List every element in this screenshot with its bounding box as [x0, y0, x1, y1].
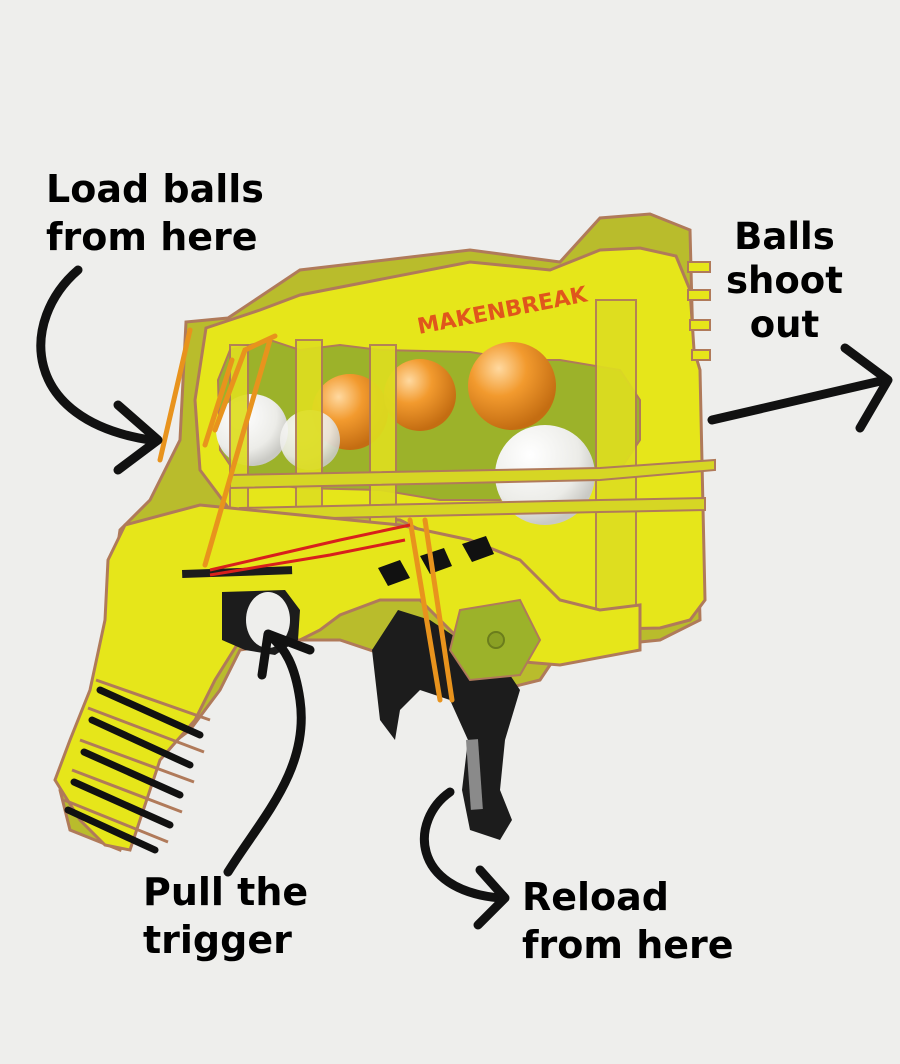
pull-trigger-label: Pull the trigger: [143, 868, 308, 964]
grip-stripes: [64, 686, 204, 854]
arrow-right-icon: [707, 375, 890, 425]
shoot-line-2: shoot: [726, 259, 843, 302]
reload-label: Reload from here: [522, 873, 734, 969]
curved-arrow-icon: [419, 787, 505, 903]
rubber-bands: [157, 327, 455, 703]
balls-shoot-out-label: Balls shoot out: [726, 215, 843, 347]
reload-arrow: [419, 787, 510, 930]
band-slot: [182, 566, 293, 578]
blaster-model: MAKENBREAK: [53, 212, 716, 854]
shoot-arrow: [707, 343, 893, 433]
trigger-line-1: Pull the: [143, 870, 309, 914]
trigger-arrow: [223, 629, 315, 877]
lever-highlight: [466, 739, 483, 810]
trigger-band: [209, 523, 411, 577]
curved-arrow-icon: [36, 265, 155, 445]
grip-ridges: [63, 678, 211, 844]
load-balls-label: Load balls from here: [46, 165, 264, 261]
reload-line-1: Reload: [522, 875, 670, 919]
trigger-line-2: trigger: [143, 918, 292, 962]
reload-line-2: from here: [522, 923, 734, 967]
load-line-1: Load balls: [46, 167, 264, 211]
load-line-2: from here: [46, 215, 258, 259]
shoot-line-1: Balls: [734, 215, 835, 258]
pivot-pin: [487, 631, 505, 649]
load-arrow: [36, 265, 163, 475]
lower-body: [53, 503, 642, 852]
teeth: [687, 261, 711, 361]
shoot-line-3: out: [749, 303, 820, 346]
curved-arrow-icon: [223, 631, 306, 877]
